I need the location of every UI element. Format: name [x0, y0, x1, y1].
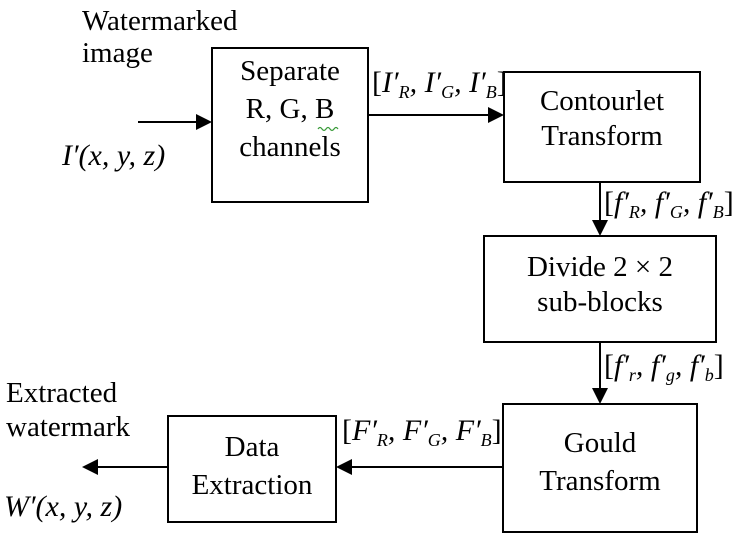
input-arrow [138, 114, 212, 130]
output-caption-line2: watermark [6, 411, 130, 443]
spellcheck-underline [317, 126, 339, 132]
separate-channels-line2: R, G, B [246, 93, 335, 125]
gould-coeffs-label: [F′R, F′G, F′B] [342, 414, 502, 450]
data-extraction-box [167, 415, 337, 523]
contourlet-transform-box [503, 71, 701, 183]
input-caption-line1: Watermarked [82, 5, 238, 37]
gould-transform-line1: Gould [564, 427, 637, 459]
gould-transform-block: Gould Transform [502, 403, 698, 533]
output-caption-line1: Extracted [6, 377, 118, 409]
contourlet-coeffs-label: [f′R, f′G, f′B] [604, 186, 734, 222]
data-extraction-block: Data Extraction [167, 415, 337, 523]
separate-channels-box [211, 47, 369, 203]
gould-transform-box [502, 403, 698, 533]
divide-sub-blocks-line1: Divide 2 × 2 [527, 251, 673, 283]
data-extraction-line1: Data [225, 431, 280, 463]
input-image-symbol: I′(x, y, z) [61, 139, 165, 172]
contourlet-transform-line1: Contourlet [540, 85, 664, 117]
output-arrow [82, 459, 168, 475]
gould-to-extraction-arrow [336, 459, 503, 475]
separated-channels-label: [I′R, I′G, I′B] [372, 66, 507, 102]
input-caption-line2: image [82, 37, 153, 69]
output-watermark-symbol: W′(x, y, z) [4, 490, 122, 523]
separate-channels-line3: channels [239, 131, 340, 163]
data-extraction-line2: Extraction [192, 469, 313, 501]
contourlet-to-divide-arrow [592, 182, 608, 236]
separate-to-contourlet-arrow [368, 107, 504, 123]
divide-to-gould-arrow [592, 342, 608, 404]
sub-block-coeffs-label: [f′r, f′g, f′b] [604, 349, 724, 385]
contourlet-transform-block: Contourlet Transform [503, 71, 701, 183]
gould-transform-line2: Transform [539, 465, 661, 497]
divide-sub-blocks-block: Divide 2 × 2 sub-blocks [483, 235, 717, 343]
contourlet-transform-line2: Transform [541, 120, 663, 152]
divide-sub-blocks-line2: sub-blocks [537, 286, 663, 318]
separate-channels-block: Separate R, G, B channels [211, 47, 369, 203]
separate-channels-line1: Separate [240, 55, 340, 87]
